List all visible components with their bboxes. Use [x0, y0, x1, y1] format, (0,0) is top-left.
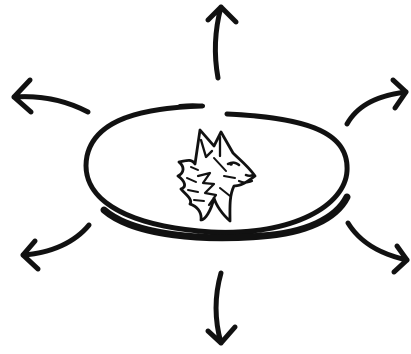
- arrow-down-right-icon: [348, 223, 407, 272]
- arrow-down-left-icon: [23, 225, 89, 269]
- arrow-up-right-icon: [347, 80, 406, 124]
- wolf-head-icon: [178, 130, 255, 221]
- arrow-down-icon: [208, 273, 235, 343]
- arrow-up-icon: [208, 7, 236, 78]
- arrow-up-left-icon: [14, 80, 88, 112]
